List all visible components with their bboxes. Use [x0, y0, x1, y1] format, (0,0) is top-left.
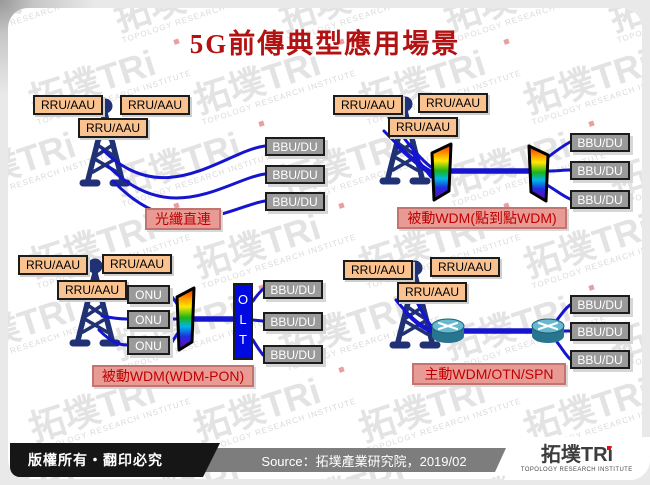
- rru-aau-box: RRU/AAU: [388, 117, 458, 137]
- router-icon: [530, 317, 566, 345]
- rru-aau-box: RRU/AAU: [18, 255, 88, 275]
- scenario-caption-passive-p2p: 被動WDM(點到點WDM): [397, 207, 567, 229]
- rru-aau-box: RRU/AAU: [343, 260, 413, 280]
- rru-aau-box: RRU/AAU: [430, 257, 500, 277]
- scenario-caption-active-wdm: 主動WDM/OTN/SPN: [412, 363, 566, 385]
- scenario-caption-wdm-pon: 被動WDM(WDM-PON): [92, 365, 254, 387]
- bbu-du-box: BBU/DU: [570, 295, 630, 314]
- wdm-prism-icon: [430, 142, 453, 202]
- bbu-du-box: BBU/DU: [570, 350, 630, 369]
- bbu-du-box: BBU/DU: [570, 161, 630, 180]
- rru-aau-box: RRU/AAU: [397, 282, 467, 302]
- bbu-du-box: BBU/DU: [570, 133, 630, 152]
- bbu-du-box: BBU/DU: [263, 312, 323, 331]
- logo-brand-text: 拓墣TRi: [540, 443, 614, 466]
- olt-box: OLT: [233, 283, 253, 360]
- bbu-du-box: BBU/DU: [263, 280, 323, 299]
- logo-red-dot-icon: [607, 445, 612, 450]
- bbu-du-box: BBU/DU: [265, 137, 325, 156]
- page-title: 5G前傳典型應用場景: [189, 29, 461, 59]
- rru-aau-box: RRU/AAU: [333, 95, 403, 115]
- rru-aau-box: RRU/AAU: [102, 254, 172, 274]
- footer-copyright-bar: 版權所有‧翻印必究: [10, 443, 220, 477]
- rru-aau-box: RRU/AAU: [78, 118, 148, 138]
- logo-subtitle-text: TOPOLOGY RESEARCH INSTITUTE: [521, 466, 633, 472]
- rru-aau-box: RRU/AAU: [57, 280, 127, 300]
- bbu-du-box: BBU/DU: [570, 190, 630, 209]
- wdm-prism-icon: [175, 286, 196, 352]
- onu-box: ONU: [127, 336, 170, 355]
- copyright-text: 版權所有‧翻印必究: [28, 452, 163, 468]
- scenario-caption-fiber-direct: 光纖直連: [145, 208, 221, 230]
- source-text: Source：拓墣產業研究院，2019/02: [261, 453, 467, 469]
- wdm-prism-icon: [527, 144, 550, 203]
- onu-box: ONU: [127, 310, 170, 329]
- rru-aau-box: RRU/AAU: [418, 93, 488, 113]
- onu-box: ONU: [127, 285, 170, 304]
- rru-aau-box: RRU/AAU: [33, 95, 103, 115]
- router-icon: [430, 317, 466, 345]
- company-logo: 拓墣TRi TOPOLOGY RESEARCH INSTITUTE: [504, 437, 650, 480]
- bbu-du-box: BBU/DU: [265, 192, 325, 211]
- rru-aau-box: RRU/AAU: [120, 95, 190, 115]
- bbu-du-box: BBU/DU: [265, 165, 325, 184]
- bbu-du-box: BBU/DU: [570, 322, 630, 341]
- bbu-du-box: BBU/DU: [263, 345, 323, 364]
